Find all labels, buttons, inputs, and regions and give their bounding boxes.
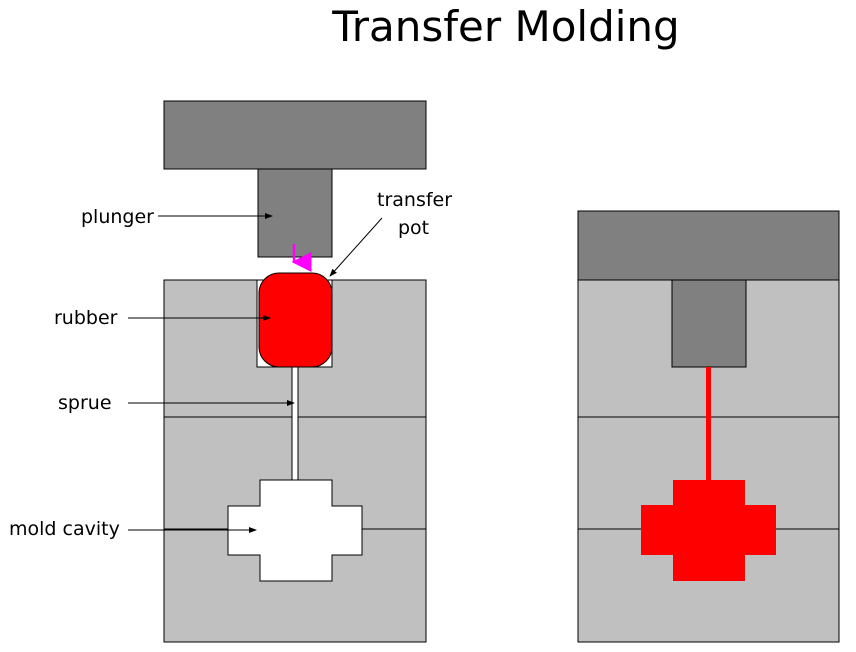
label-plunger: plunger <box>81 206 154 228</box>
label-sprue: sprue <box>58 392 112 414</box>
labels: plunger transfer pot rubber sprue mold c… <box>9 189 452 540</box>
filled-mold-cavity <box>641 480 776 581</box>
leader-transfer-pot <box>329 217 383 277</box>
label-mold-cavity: mold cavity <box>9 518 120 540</box>
filled-sprue <box>706 367 711 481</box>
left-mold-assembly <box>163 100 427 643</box>
label-pot: pot <box>398 217 429 239</box>
label-rubber: rubber <box>54 307 118 329</box>
right-mold-assembly <box>577 210 840 643</box>
right-top-platen <box>577 210 840 281</box>
label-transfer: transfer <box>377 189 452 211</box>
diagram-title: Transfer Molding <box>332 2 680 51</box>
plunger <box>257 168 333 258</box>
left-top-platen <box>163 100 427 170</box>
sprue-channel <box>291 366 299 481</box>
right-plunger <box>671 279 747 368</box>
mold-cavity-shape <box>227 479 363 582</box>
rubber-charge <box>258 272 333 368</box>
